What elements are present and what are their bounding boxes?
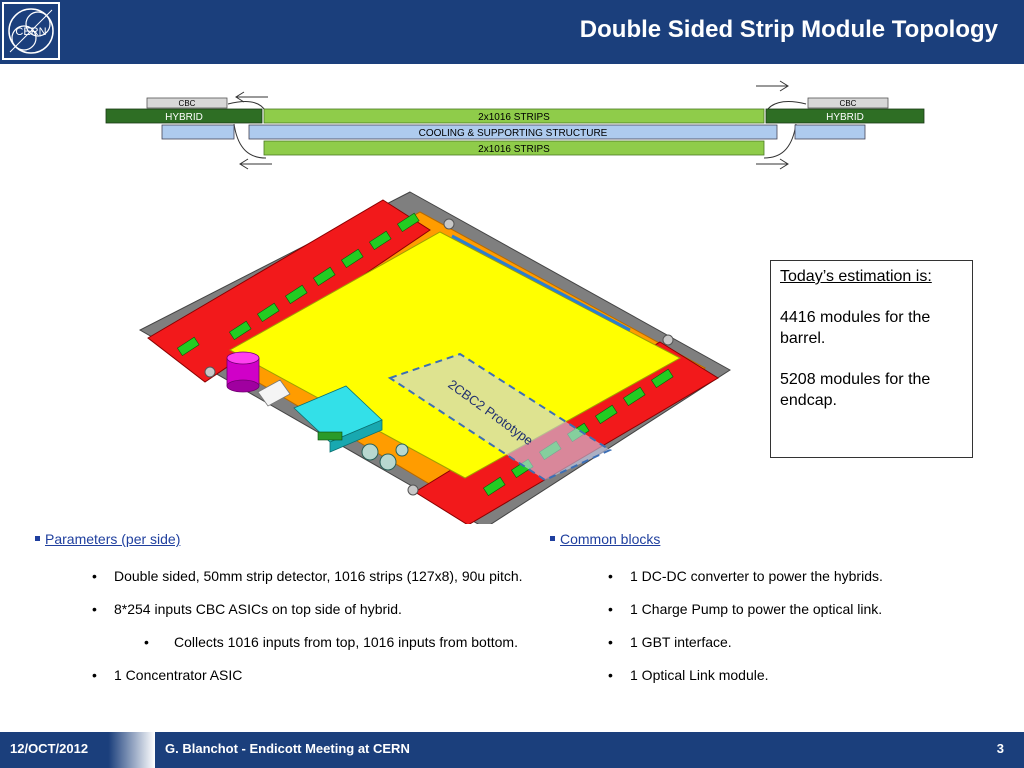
strips-label: 2x1016 STRIPS <box>478 144 550 155</box>
list-item: •Collects 1016 inputs from top, 1016 inp… <box>144 634 518 650</box>
connector-block <box>257 379 291 407</box>
cooling-end-right <box>794 124 866 140</box>
sensor-area <box>228 231 682 479</box>
cbc-chip-row-left <box>177 212 420 357</box>
hybrid-right <box>765 108 925 124</box>
cbc-label: CBC <box>840 99 857 108</box>
list-item: •1 DC-DC converter to power the hybrids. <box>608 568 883 584</box>
common-blocks-link[interactable]: Common blocks <box>550 531 660 547</box>
cbc-chip-right <box>807 97 889 109</box>
estimation-heading: Today’s estimation is: <box>780 268 932 285</box>
cbc-label: CBC <box>179 99 196 108</box>
list-item: •1 Charge Pump to power the optical link… <box>608 601 883 617</box>
arrow-right-icon <box>756 158 789 170</box>
footer-date-panel: 12/OCT/2012 <box>0 732 155 768</box>
arrow-left-icon <box>239 158 272 170</box>
flex-curve <box>233 123 267 159</box>
hybrid-label: HYBRID <box>165 112 203 123</box>
arrow-right-icon <box>756 80 789 92</box>
page-title: Double Sided Strip Module Topology <box>579 16 998 43</box>
list-item: •1 Optical Link module. <box>608 667 769 683</box>
optical-module <box>293 385 409 471</box>
arrow-left-icon <box>235 91 268 103</box>
cross-section-diagram: CBC CBC HYBRID HYBRID 2x1016 STRIPS COOL… <box>105 80 925 170</box>
svg-text:CERN: CERN <box>15 26 46 38</box>
estimation-barrel: 4416 modules for the barrel. <box>780 309 931 347</box>
list-item: •1 GBT interface. <box>608 634 732 650</box>
cooling-end-left <box>161 124 235 140</box>
cooling-structure-bar <box>248 124 778 140</box>
top-strips-bar <box>263 108 765 124</box>
estimation-endcap: 5208 modules for the endcap. <box>780 371 931 409</box>
slide-footer: 12/OCT/2012 G. Blanchot - Endicott Meeti… <box>0 732 1024 768</box>
bullet-square-icon <box>35 535 40 541</box>
module-diagram: CBC CBC HYBRID HYBRID 2x1016 STRIPS COOL… <box>105 80 925 524</box>
list-item: •8*254 inputs CBC ASICs on top side of h… <box>92 601 402 617</box>
estimation-box: Today’s estimation is: 4416 modules for … <box>770 260 973 458</box>
list-item: •1 Concentrator ASIC <box>92 667 243 683</box>
hybrid-left <box>105 108 263 124</box>
page-number: 3 <box>996 741 1004 756</box>
bottom-strips-bar <box>263 140 765 156</box>
hybrid-label: HYBRID <box>826 112 864 123</box>
capacitor-component <box>226 351 260 393</box>
footer-date: 12/OCT/2012 <box>10 741 89 756</box>
strips-label: 2x1016 STRIPS <box>478 112 550 123</box>
cbc-chip-left <box>146 97 228 109</box>
mount-screws <box>204 218 674 496</box>
cern-logo-icon: CERN <box>2 2 60 60</box>
slide-header: CERN Double Sided Strip Module Topology <box>0 0 1024 64</box>
bullet-square-icon <box>550 535 555 541</box>
parameters-link[interactable]: Parameters (per side) <box>35 531 180 547</box>
cooling-label: COOLING & SUPPORTING STRUCTURE <box>419 128 608 139</box>
list-item: •Double sided, 50mm strip detector, 1016… <box>92 568 523 584</box>
sensor-edge <box>451 234 631 332</box>
module-3d-render: 2CBC2 Prototype <box>138 191 731 524</box>
footer-text: G. Blanchot - Endicott Meeting at CERN <box>165 741 410 756</box>
